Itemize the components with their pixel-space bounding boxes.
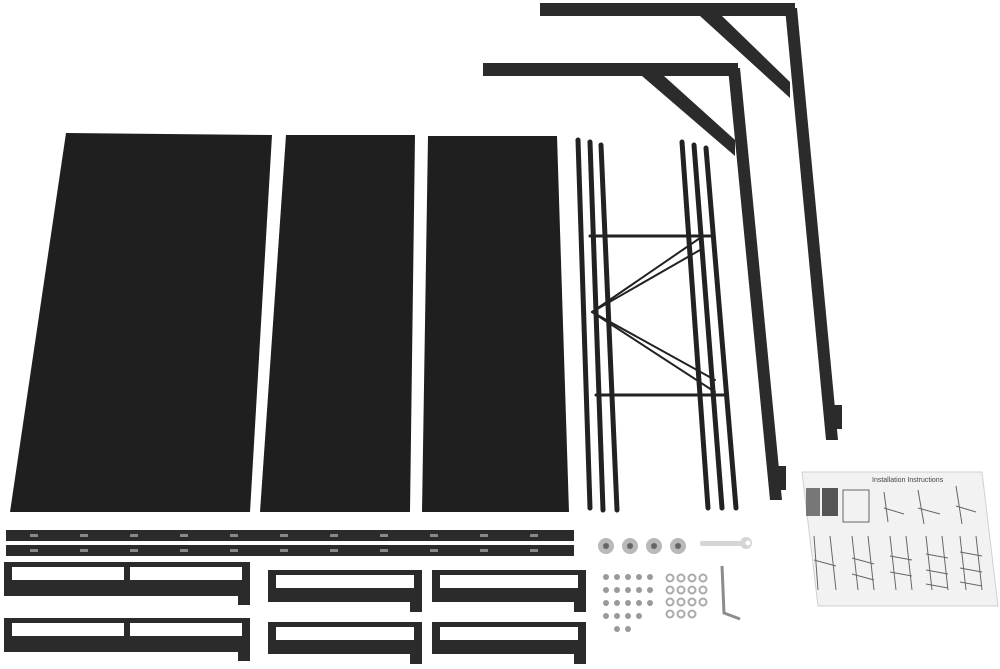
short-shelf-bracket-4	[432, 622, 586, 664]
washers	[665, 573, 708, 619]
wall-bracket-front	[483, 63, 786, 500]
instruction-sheet-title: Installation Instructions	[872, 477, 944, 484]
side-rod-frame	[575, 137, 739, 513]
slotted-wall-rails	[6, 530, 574, 556]
shelf-panel-1	[10, 133, 272, 512]
screws	[603, 574, 653, 632]
long-shelf-bracket-2	[4, 618, 250, 661]
short-shelf-bracket-2	[432, 570, 586, 612]
long-shelf-bracket-1	[4, 562, 250, 605]
shelf-panel-3	[422, 136, 569, 512]
short-shelf-bracket-1	[268, 570, 422, 612]
instruction-sheet: Installation Instructions	[801, 471, 999, 607]
short-shelf-bracket-3	[268, 622, 422, 664]
wrench-icon	[700, 537, 752, 549]
leveling-feet	[598, 538, 686, 554]
hex-key-icon	[720, 565, 741, 621]
shelf-panel-2	[260, 135, 415, 512]
wall-bracket-back	[540, 3, 842, 440]
